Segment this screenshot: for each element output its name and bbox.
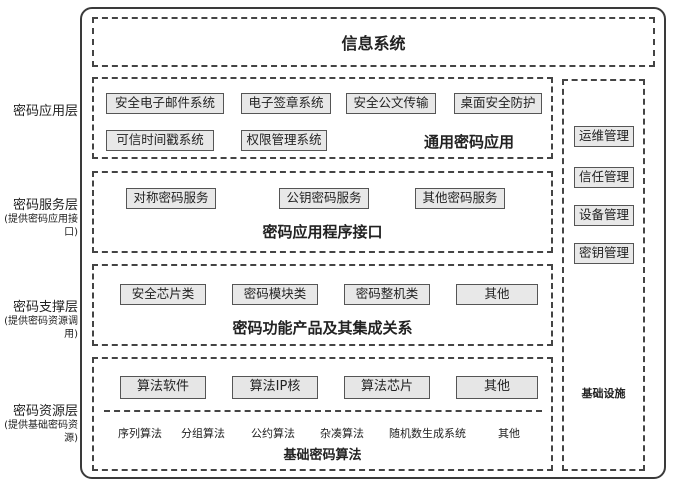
resource-layer-box (92, 357, 553, 471)
support-layer-box (92, 264, 553, 346)
algo-hash: 杂凑算法 (320, 427, 364, 440)
layer-label-support: 密码支撑层 (提供密码资源调用) (0, 300, 78, 341)
layer-label-app-main: 密码应用层 (12, 104, 78, 119)
algo-other: 其他 (498, 427, 520, 440)
app-item-timestamp: 可信时间戳系统 (106, 130, 214, 151)
resource-item-chip: 算法芯片 (344, 376, 430, 399)
resource-item-ip-core: 算法IP核 (232, 376, 318, 399)
app-item-secure-doc-transfer: 安全公文传输 (346, 93, 436, 114)
algo-block: 分组算法 (181, 427, 225, 440)
resource-layer-title: 基础密码算法 (283, 448, 362, 463)
architecture-frame (80, 7, 666, 479)
layer-label-support-main: 密码支撑层 (12, 300, 78, 315)
service-layer-box (92, 171, 553, 253)
algo-stream: 序列算法 (118, 427, 162, 440)
layer-label-resource-sub: (提供基础密码资源) (4, 420, 78, 444)
resource-item-software: 算法软件 (120, 376, 206, 399)
layer-label-support-sub: (提供密码资源调用) (4, 316, 78, 340)
infra-item-trust: 信任管理 (574, 167, 634, 188)
service-item-public-key: 公钥密码服务 (279, 188, 369, 209)
info-system-box (92, 17, 655, 67)
support-item-chip: 安全芯片类 (120, 284, 206, 305)
algo-rng: 随机数生成系统 (389, 427, 466, 440)
layer-label-app: 密码应用层 (0, 104, 78, 119)
layer-label-resource-main: 密码资源层 (12, 404, 78, 419)
infrastructure-title: 基础设施 (581, 387, 626, 400)
resource-item-other: 其他 (456, 376, 538, 399)
app-item-permission-mgmt: 权限管理系统 (241, 130, 327, 151)
support-item-other: 其他 (456, 284, 538, 305)
app-layer-box (92, 77, 553, 159)
service-item-symmetric: 对称密码服务 (126, 188, 216, 209)
layer-label-service-sub: (提供密码应用接口) (4, 214, 78, 238)
app-item-desktop-protection: 桌面安全防护 (454, 93, 542, 114)
layer-label-resource: 密码资源层 (提供基础密码资源) (0, 404, 78, 445)
support-item-module: 密码模块类 (232, 284, 318, 305)
support-item-machine: 密码整机类 (344, 284, 430, 305)
resource-divider (104, 410, 542, 412)
infra-item-key: 密钥管理 (574, 243, 634, 264)
infrastructure-box (562, 79, 645, 471)
app-item-e-signature: 电子签章系统 (241, 93, 331, 114)
support-layer-title: 密码功能产品及其集成关系 (232, 319, 413, 337)
info-system-title: 信息系统 (341, 34, 406, 53)
service-layer-title: 密码应用程序接口 (262, 223, 383, 241)
infra-item-ops: 运维管理 (574, 126, 634, 147)
layer-label-service: 密码服务层 (提供密码应用接口) (0, 198, 78, 239)
service-item-other: 其他密码服务 (415, 188, 505, 209)
algo-public: 公约算法 (251, 427, 295, 440)
infra-item-device: 设备管理 (574, 205, 634, 226)
app-layer-title: 通用密码应用 (424, 133, 515, 151)
layer-label-service-main: 密码服务层 (12, 198, 78, 213)
app-item-secure-email: 安全电子邮件系统 (106, 93, 224, 114)
